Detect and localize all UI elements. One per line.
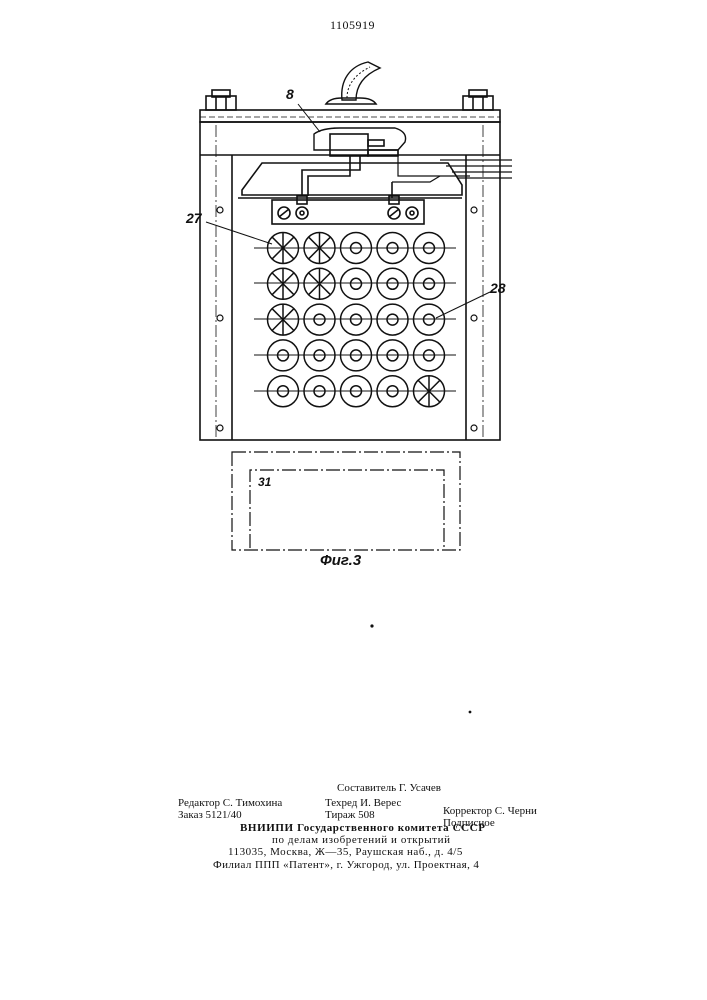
lamp-ring-r3c3	[341, 304, 372, 335]
org-line-1-text: ВНИИПИ Государственного комитета СССР	[240, 822, 486, 834]
org-line-3: 113035, Москва, Ж—35, Раушская наб., д. …	[228, 846, 463, 859]
drawer-inner	[250, 470, 444, 548]
compiler: Составитель Г. Усачев	[337, 782, 441, 795]
nut-right	[463, 90, 493, 110]
nut-left	[206, 90, 236, 110]
order: Заказ 5121/40	[178, 809, 242, 822]
device-8	[314, 128, 406, 150]
drawer-outer	[232, 452, 460, 550]
callout-31: 31	[258, 475, 271, 489]
callout-28: 28	[490, 280, 506, 296]
callout-8: 8	[286, 86, 294, 102]
leader-8	[298, 104, 320, 132]
lamp-ring-r2c4	[377, 268, 408, 299]
circulation: Тираж 508	[325, 809, 375, 822]
cable	[342, 62, 380, 100]
lamp-crossed-r2c1	[268, 268, 299, 299]
lamp-ring-r3c5	[414, 304, 445, 335]
lamp-crossed-r3c1	[268, 304, 299, 335]
figure-caption: Фиг.3	[320, 552, 361, 569]
cable-grommet	[326, 98, 376, 104]
lamp-crossed-r2c2	[304, 268, 335, 299]
terminal-strip	[272, 200, 424, 224]
lamp-ring-r3c2	[304, 304, 335, 335]
grid-row-lines	[254, 248, 456, 391]
top-bar	[200, 110, 500, 122]
lamp-grid	[268, 233, 445, 407]
lamp-ring-r3c4	[377, 304, 408, 335]
inner-housing	[242, 163, 462, 195]
lamp-ring-r2c3	[341, 268, 372, 299]
lamp-ring-r2c5	[414, 268, 445, 299]
callout-27: 27	[186, 210, 202, 226]
branch: Филиал ППП «Патент», г. Ужгород, ул. Про…	[213, 859, 479, 872]
